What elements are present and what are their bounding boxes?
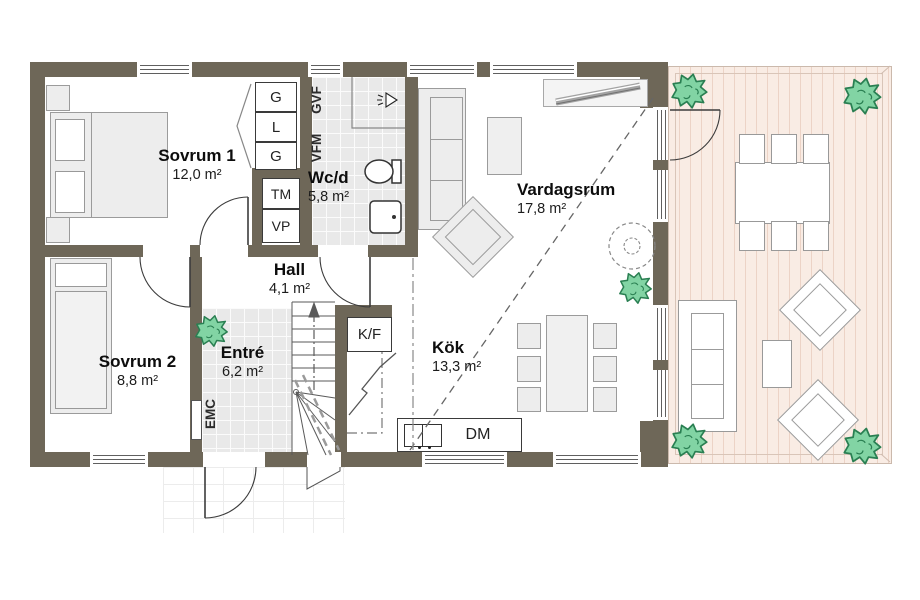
vfm-label: VFM <box>309 133 324 163</box>
window-vardagsrum-1 <box>407 62 477 77</box>
dining-chair <box>593 387 617 412</box>
dishwasher-label: DM <box>465 426 491 443</box>
deck-sofa <box>678 300 737 432</box>
window-sovrum2 <box>90 452 148 467</box>
stair-break-line <box>293 374 341 456</box>
room-area: 5,8 m² <box>308 189 350 205</box>
wall-mid-3 <box>248 245 318 257</box>
nightstand-1 <box>46 85 70 111</box>
dining-chair <box>517 387 541 412</box>
wardrobe-1-box: G <box>255 82 297 112</box>
room-area: 4,1 m² <box>268 281 311 297</box>
room-name: Vardagsrum <box>517 180 616 199</box>
washing-machine-box: TM <box>262 178 300 209</box>
door-sovrum1 <box>199 196 249 246</box>
room-label-hall: Hall 4,1 m² <box>252 260 327 298</box>
room-area: 17,8 m² <box>517 201 567 217</box>
kitchen-sink <box>404 424 442 449</box>
wall-stair-kitchen <box>335 317 347 452</box>
linen-closet-box: L <box>255 112 297 142</box>
room-label-sovrum2: Sovrum 2 8,8 m² <box>80 352 195 390</box>
double-bed <box>50 112 168 218</box>
deck-dining-table <box>735 162 830 224</box>
room-area: 13,3 m² <box>432 359 482 375</box>
dining-chair <box>593 356 617 382</box>
linen-closet-label: L <box>271 118 281 136</box>
room-name: Entré <box>220 343 265 362</box>
dining-table <box>546 315 588 412</box>
wall-left <box>30 62 45 467</box>
room-label-wcd: Wc/d 5,8 m² <box>308 168 398 206</box>
room-label-sovrum1: Sovrum 1 12,0 m² <box>127 146 267 184</box>
heat-pump-box: VP <box>262 209 300 243</box>
understair-headroom-lines <box>347 352 397 434</box>
wardrobe-2-label: G <box>270 147 282 165</box>
room-name: Kök <box>432 338 465 357</box>
room-area: 8,8 m² <box>116 373 159 389</box>
wall-mid-4 <box>368 245 418 257</box>
single-bed <box>50 258 112 414</box>
deck-chair <box>739 221 765 251</box>
hatch-opening <box>307 452 341 467</box>
electrical-cabinet-label: EMC <box>203 399 218 429</box>
wardrobe-2-box: G <box>255 142 297 170</box>
wall-stair-stub <box>335 305 392 317</box>
wall-corner-bottom-right <box>640 421 668 467</box>
room-label-vardagsrum: Vardagsrum 17,8 m² <box>517 180 667 218</box>
wall-wc-left <box>300 77 312 245</box>
heat-pump-label: VP <box>271 218 291 234</box>
room-label-kok: Kök 13,3 m² <box>432 338 522 376</box>
wall-wc-right <box>405 77 418 245</box>
mullion-1 <box>653 160 668 170</box>
staircase <box>291 301 336 456</box>
deck-chair <box>771 221 797 251</box>
deck-chair <box>739 134 765 164</box>
deck-chair <box>803 134 829 164</box>
window-wc <box>308 62 343 77</box>
door-sovrum2 <box>139 256 191 308</box>
wall-bottom <box>30 452 668 467</box>
window-kok-2 <box>553 452 641 467</box>
window-sovrum1 <box>137 62 192 77</box>
room-area: 12,0 m² <box>172 167 222 183</box>
wardrobe-1-label: G <box>270 88 282 106</box>
tv-sideboard <box>543 79 648 107</box>
kitchen-counter: DM <box>397 418 522 452</box>
fridge-freezer-box: K/F <box>347 317 392 352</box>
stair-direction-arrow <box>308 301 320 390</box>
wall-closet-stub <box>252 168 312 178</box>
plant-livingroom <box>619 271 652 304</box>
window-vardagsrum-2 <box>490 62 577 77</box>
entrance-door-opening <box>203 452 265 467</box>
washing-machine-label: TM <box>270 185 292 202</box>
room-name: Sovrum 2 <box>98 352 177 371</box>
electrical-cabinet-box <box>191 400 202 440</box>
entrance-paving <box>163 467 345 533</box>
wall-niche-left <box>252 178 262 245</box>
door-wc <box>319 256 371 308</box>
stove-dashed-circle <box>608 222 656 270</box>
deck-chair <box>803 221 829 251</box>
deck-side-table <box>762 340 792 388</box>
deck-chair <box>771 134 797 164</box>
dining-chair <box>593 323 617 349</box>
wall-mid-1 <box>30 245 143 257</box>
fridge-freezer-label: K/F <box>357 326 382 343</box>
mullion-2 <box>653 360 668 370</box>
room-name: Wc/d <box>308 168 349 187</box>
nightstand-2 <box>46 217 70 243</box>
coffee-table <box>487 117 522 175</box>
room-name: Hall <box>273 260 306 279</box>
room-label-entre: Entré 6,2 m² <box>205 343 280 381</box>
room-name: Sovrum 1 <box>158 146 236 165</box>
window-kok-1 <box>422 452 507 467</box>
room-area: 6,2 m² <box>221 364 264 380</box>
wall-mid-2 <box>190 245 200 257</box>
